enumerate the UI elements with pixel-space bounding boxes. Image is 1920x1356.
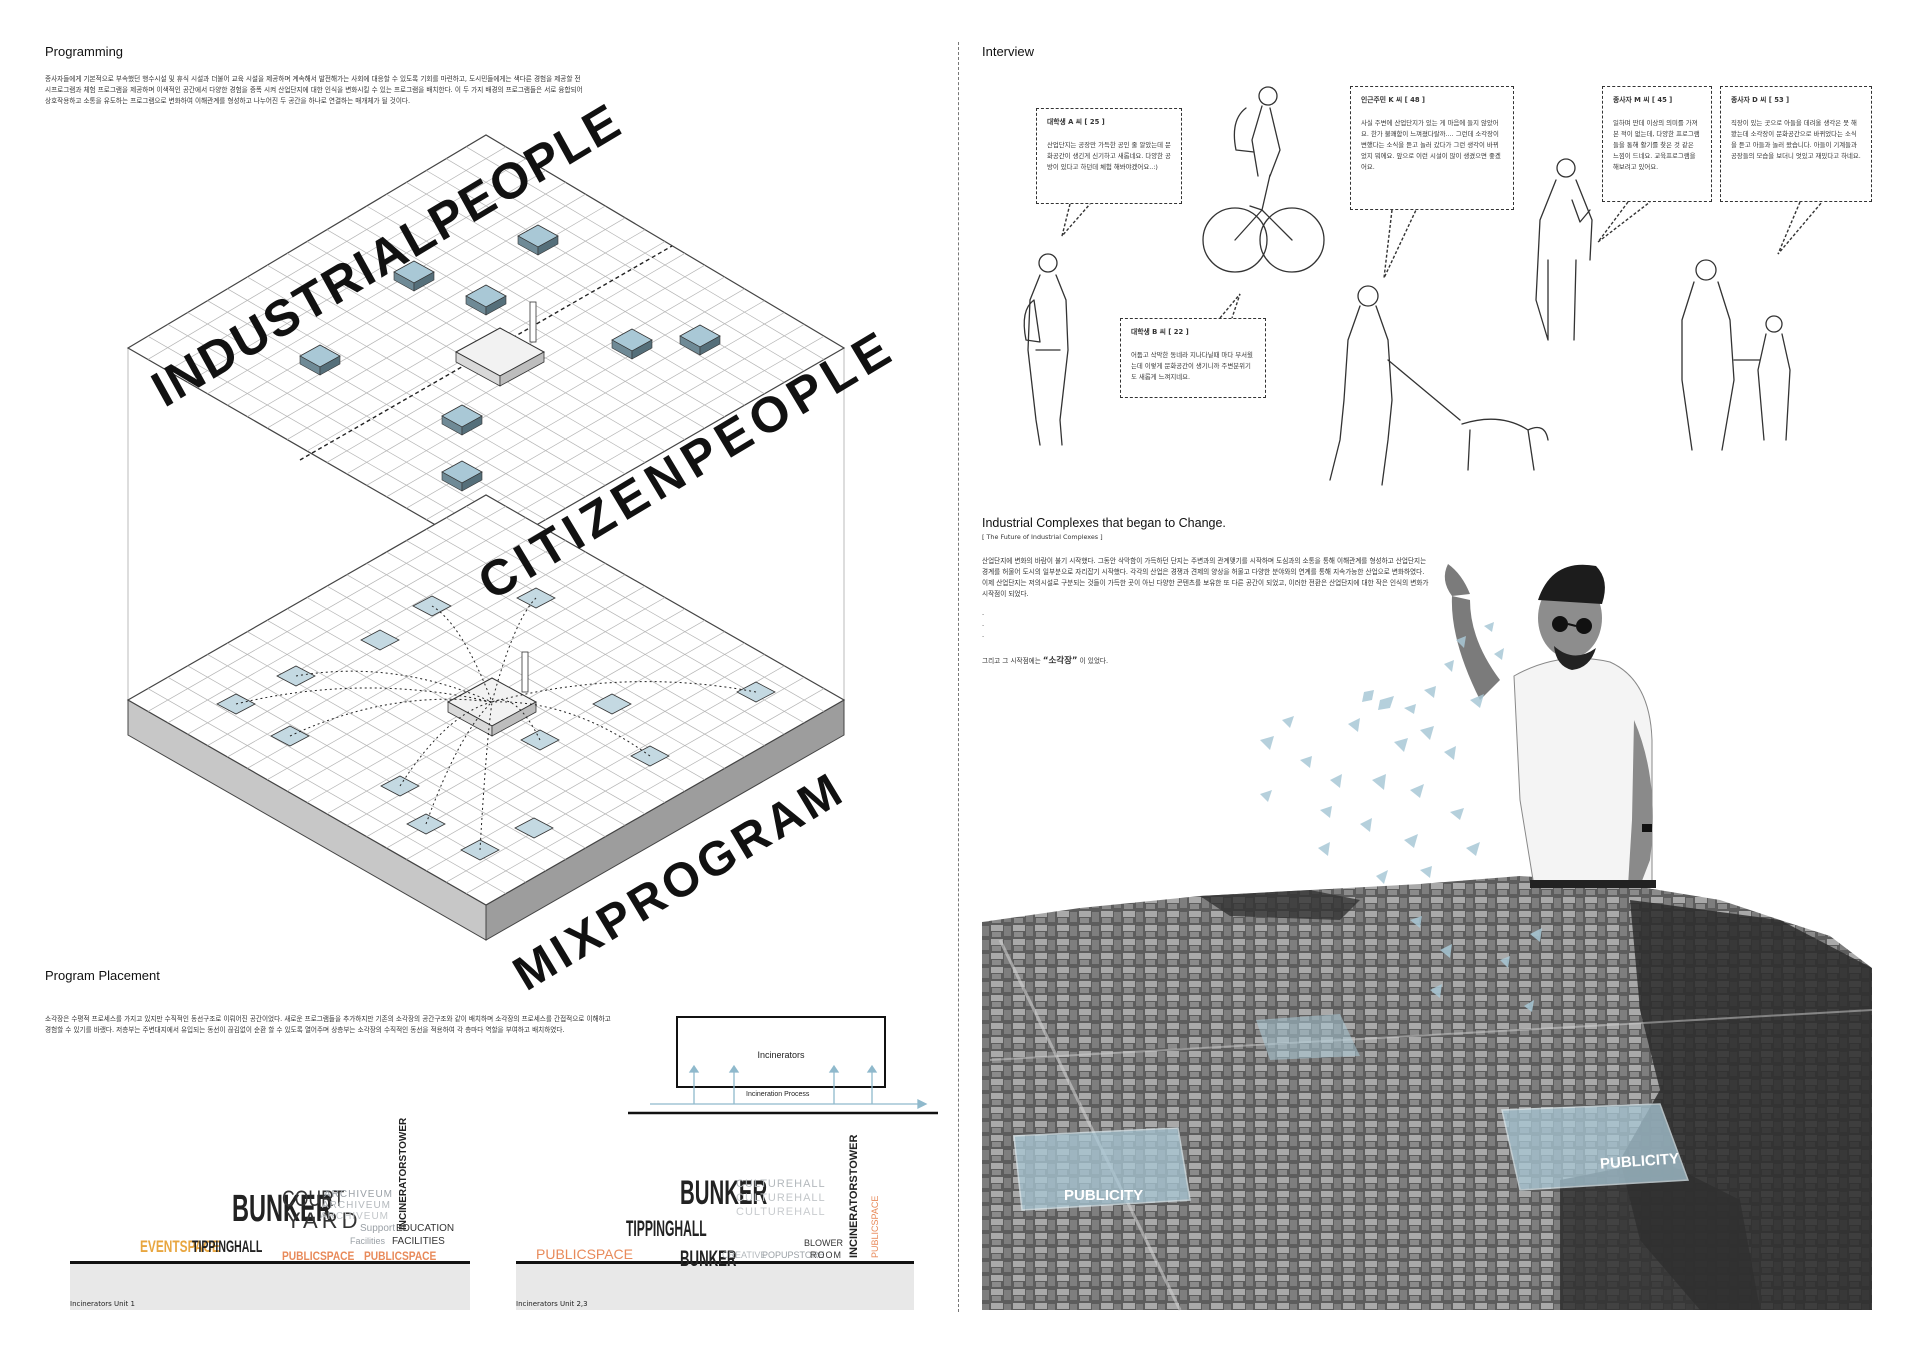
programming-body: 종사자들에게 기본적으로 부속했던 행수시설 및 휴식 시설과 더불어 교육 시… xyxy=(45,75,583,105)
word-facilities: Facilities xyxy=(350,1236,386,1246)
page-divider xyxy=(958,42,959,1312)
bubble-name: 대학생 B 씨 [ 22 ] xyxy=(1131,328,1189,336)
closing-emphasis: “소각장” xyxy=(1042,656,1078,666)
unit-1-caption: Incinerators Unit 1 xyxy=(70,1300,135,1308)
change-closing: 그리고 그 시작점에는 “소각장” 이 있었다. xyxy=(982,656,1108,667)
bubble-text: 산업단지는 공장만 가득한 공인 줄 알았는데 문화공간이 생긴게 신기하고 새… xyxy=(1047,141,1171,171)
interview-title: Interview xyxy=(982,44,1035,59)
word-blower: BLOWER xyxy=(804,1238,844,1248)
forest-mass-3 xyxy=(1200,890,1360,920)
program-placement-title: Program Placement xyxy=(45,968,160,983)
closing-pre: 그리고 그 시작점에는 xyxy=(982,657,1043,665)
unit-23-caption: Incinerators Unit 2,3 xyxy=(516,1300,588,1308)
word-eventspace: EVENTSPACE xyxy=(140,1237,220,1256)
word-room: ROOM xyxy=(810,1250,842,1260)
word-education: EDUCATION xyxy=(396,1223,455,1234)
top-grid-plane xyxy=(126,134,846,555)
word-tippinghall-2: TIPPINGHALL xyxy=(626,1216,707,1241)
word-creative: CREATIVE xyxy=(722,1250,767,1260)
bubble-name: 대학생 A 씨 [ 25 ] xyxy=(1047,118,1105,126)
section-unit-23 xyxy=(516,1262,914,1310)
word-publicspace-a: PUBLICSPACE xyxy=(282,1249,355,1263)
word-court: COURT xyxy=(282,1186,345,1211)
word-culturehall-2: CULTUREHALL xyxy=(736,1192,826,1204)
word-archiveum-3: ARCHIVEUM xyxy=(320,1211,390,1222)
bubble-student-b: 대학생 B 씨 [ 22 ] 어둡고 삭막한 동네라 지나다닐때 마다 무서웠는… xyxy=(1120,318,1266,398)
incinerators-box: Incinerators xyxy=(676,1016,886,1088)
bubble-worker-m: 종사자 M 씨 [ 45 ] 일하며 딴데 이상의 의미를 가져본 적이 없는데… xyxy=(1602,86,1712,202)
section-unit-1 xyxy=(70,1262,470,1310)
word-support: Support xyxy=(360,1223,396,1234)
program-placement-body: 소각장은 수평적 프로세스를 가지고 있지만 수직적인 동선구조로 이뤄어진 공… xyxy=(45,1015,611,1034)
change-dots: . . . xyxy=(982,609,985,639)
walker-backpack-icon xyxy=(1023,253,1069,446)
change-body: 산업단지에 변화의 바람이 불기 시작했다. 그동안 삭막함이 가득하던 단지는… xyxy=(982,557,1429,598)
man-with-phone-icon xyxy=(1535,158,1593,341)
word-culturehall: CULTUREHALL xyxy=(736,1178,826,1190)
section-unit-23-ground xyxy=(516,1261,914,1264)
bubble-text: 어둡고 삭막한 동네라 지나다닐때 마다 무서웠는데 이렇게 문화공간이 생기니… xyxy=(1131,351,1253,381)
programming-title: Programming xyxy=(45,44,124,59)
word-facilities-2: FACILITIES xyxy=(392,1236,445,1247)
bubble-name: 인근주민 K 씨 [ 48 ] xyxy=(1361,96,1426,104)
bubble-resident-k: 인근주민 K 씨 [ 48 ] 사실 주변에 산업단지가 있는 게 마음에 들지… xyxy=(1350,86,1514,210)
father-and-child-icon xyxy=(1681,259,1791,451)
bubble-student-a: 대학생 A 씨 [ 25 ] 산업단지는 공장만 가득한 공인 줄 알았는데 문… xyxy=(1036,108,1182,204)
bubble-name: 종사자 D 씨 [ 53 ] xyxy=(1731,96,1790,104)
change-title: Industrial Complexes that began to Chang… xyxy=(982,516,1226,530)
word-bunker: BUNKER xyxy=(232,1188,333,1230)
publicity-box-right xyxy=(1501,1103,1690,1191)
closing-post: 이 있었다. xyxy=(1077,657,1109,665)
bottom-grid-plane xyxy=(126,494,846,906)
incinerators-label: Incinerators xyxy=(757,1050,805,1060)
word-tippinghall: TIPPINGHALL xyxy=(192,1237,263,1256)
cyclist-icon xyxy=(1202,86,1325,273)
bubble-worker-d: 종사자 D 씨 [ 53 ] 직장이 있는 곳으로 아들을 데려올 생각은 못 … xyxy=(1720,86,1872,202)
word-culturehall-3: CULTUREHALL xyxy=(736,1206,826,1218)
salt-fragments xyxy=(1260,622,1542,1012)
publicity-box-small xyxy=(1256,1014,1360,1060)
word-popupstore: POPUPSTORE xyxy=(762,1250,825,1260)
woman-with-dog-icon xyxy=(1329,285,1549,486)
bubble-text: 일하며 딴데 이상의 의미를 가져본 적이 없는데, 다양한 프로그램들을 통해… xyxy=(1613,119,1700,171)
forest-mass-2 xyxy=(1560,1160,1760,1310)
road-main xyxy=(998,939,1182,1311)
word-archiveum: ARCHIVEUM xyxy=(324,1189,394,1200)
word-publicspace-c: PUBLICSPACE xyxy=(536,1246,633,1262)
publicity-label-left: PUBLICITY xyxy=(1064,1187,1144,1204)
word-bunker-2: BUNKER xyxy=(680,1174,768,1212)
bubble-text: 직장이 있는 곳으로 아들을 데려올 생각은 못 해봤는데 소각장이 문화공간으… xyxy=(1731,119,1861,160)
bubble-text: 사실 주변에 산업단지가 있는 게 마음에 들지 않았어요. 한가 불쾌함이 느… xyxy=(1361,119,1501,171)
word-archiveum-2: ARCHIVEUM xyxy=(322,1200,392,1211)
word-publicspace-b: PUBLICSPACE xyxy=(364,1249,437,1263)
word-bunker-3: BUNKER xyxy=(680,1246,737,1271)
person-figure xyxy=(1444,564,1656,888)
word-yard: YARD xyxy=(286,1208,362,1233)
road-cross xyxy=(989,1009,1873,1061)
section-unit-1-ground xyxy=(70,1261,470,1264)
change-subtitle: [ The Future of Industrial Complexes ] xyxy=(982,533,1103,541)
incineration-process-label: Incineration Process xyxy=(746,1091,810,1098)
publicity-box-left xyxy=(1013,1127,1191,1211)
bubble-name: 종사자 M 씨 [ 45 ] xyxy=(1613,96,1673,104)
